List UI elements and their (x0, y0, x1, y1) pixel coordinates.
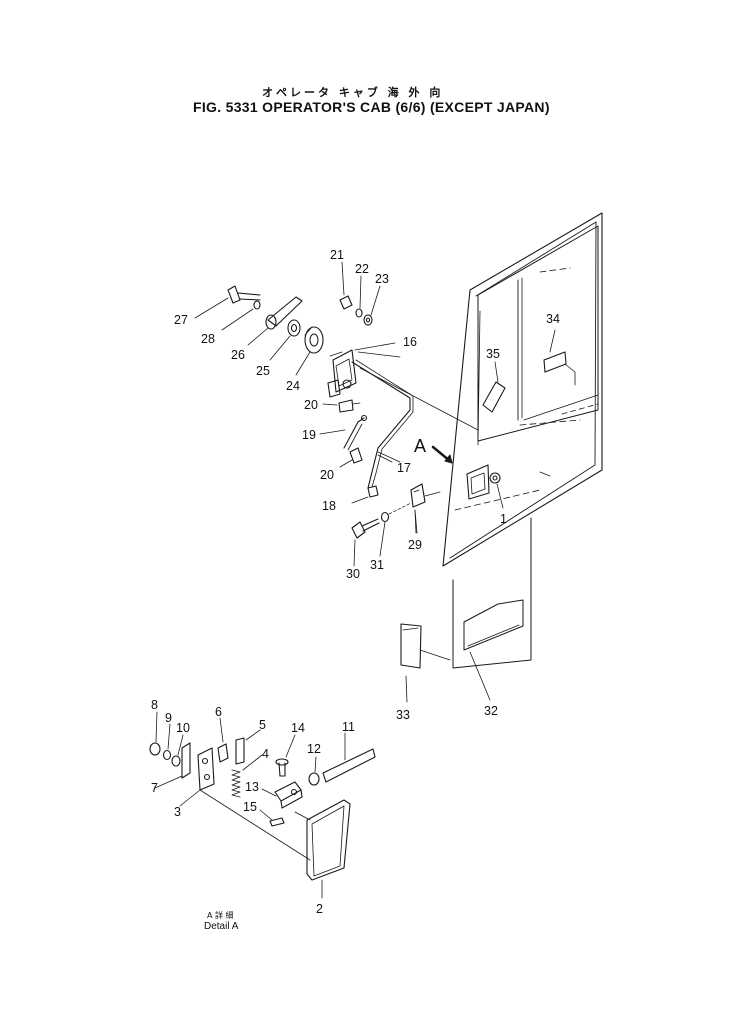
leader-35 (494, 361, 499, 383)
part-16-lock-assembly (327, 342, 479, 431)
part-1-door-latch (466, 464, 504, 509)
part-label-21: 21 (330, 248, 344, 262)
part-20-screw-lower (339, 447, 363, 468)
part-34-label (543, 351, 576, 386)
part-label-10: 10 (176, 721, 190, 735)
part-20-screw-upper (322, 399, 361, 413)
part-28-washer (221, 300, 261, 331)
part-26-handle (247, 296, 303, 346)
part-30-bolt (351, 518, 380, 567)
part-label-20-lower: 20 (320, 468, 334, 482)
part-label-31: 31 (370, 558, 384, 572)
part-13-block (261, 781, 303, 809)
leader-16 (357, 351, 401, 358)
part-label-34: 34 (546, 312, 560, 326)
part-label-15: 15 (243, 800, 257, 814)
part-label-14: 14 (291, 721, 305, 735)
part-label-23: 23 (375, 272, 389, 286)
part-27-pin (194, 285, 261, 319)
part-12-nut (308, 756, 320, 786)
detail-caption-japanese: A 詳 細 (207, 911, 234, 920)
part-label-18: 18 (322, 499, 336, 513)
part-11-rod (322, 732, 376, 783)
part-22-washer (355, 275, 363, 318)
part-19-link (319, 414, 368, 451)
part-8-nut (149, 711, 161, 756)
part-9-washer (162, 723, 172, 761)
detail-a-arrow (431, 445, 453, 464)
part-label-6: 6 (215, 705, 222, 719)
part-label-22: 22 (355, 262, 369, 276)
part-label-3: 3 (174, 805, 181, 819)
part-label-13: 13 (245, 780, 259, 794)
leader-33 (405, 675, 408, 703)
part-15-shim (259, 809, 285, 827)
door-lower-panel (452, 517, 532, 669)
part-35-label (482, 381, 506, 413)
part-label-28: 28 (201, 332, 215, 346)
part-label-2: 2 (316, 902, 323, 916)
part-label-25: 25 (256, 364, 270, 378)
part-label-5: 5 (259, 718, 266, 732)
part-6-block (217, 717, 229, 763)
part-label-7: 7 (151, 781, 158, 795)
part-label-11: 11 (342, 720, 355, 734)
figure-title-japanese: オペレータ キャブ 海 外 向 (262, 86, 444, 99)
part-24-knob (295, 326, 324, 376)
part-25-washer (269, 319, 301, 361)
part-label-8: 8 (151, 698, 158, 712)
part-10-nut (171, 734, 184, 767)
part-number-labels: 1 2 3 4 5 6 7 8 9 10 11 12 13 14 15 16 1… (151, 248, 560, 916)
detail-callout-letter: A (414, 436, 427, 456)
part-18-rod-clip (351, 485, 379, 504)
figure-title: FIG. 5331 OPERATOR'S CAB (6/6) (EXCEPT J… (193, 99, 550, 115)
part-label-20-upper: 20 (304, 398, 318, 412)
part-label-26: 26 (231, 348, 245, 362)
part-21-screw (339, 261, 353, 310)
detail-caption: Detail A (204, 921, 239, 932)
part-29-striker (410, 483, 441, 534)
part-14-pin (275, 734, 296, 777)
part-7-plate (154, 742, 191, 789)
part-label-30: 30 (346, 567, 360, 581)
part-5-pin (235, 729, 261, 765)
part-23-nut (363, 285, 381, 326)
part-31-washer (379, 502, 412, 557)
leader-17 (377, 451, 401, 463)
part-label-27: 27 (174, 313, 188, 327)
leader-29 (414, 509, 418, 534)
part-label-9: 9 (165, 711, 172, 725)
part-4-spring (231, 754, 263, 798)
cab-door-panel (442, 212, 603, 567)
part-label-12: 12 (307, 742, 321, 756)
part-label-35: 35 (486, 347, 500, 361)
part-2-cover (294, 799, 351, 899)
leader-32 (469, 651, 491, 701)
part-label-32: 32 (484, 704, 498, 718)
part-label-17: 17 (397, 461, 411, 475)
part-label-16: 16 (403, 335, 417, 349)
part-3-bracket (179, 747, 311, 861)
part-label-19: 19 (302, 428, 316, 442)
part-label-24: 24 (286, 379, 300, 393)
part-label-4: 4 (262, 747, 269, 761)
part-label-1: 1 (500, 512, 507, 526)
leader-34 (549, 329, 556, 353)
part-label-29: 29 (408, 538, 422, 552)
part-33-pad (400, 623, 451, 669)
part-label-33: 33 (396, 708, 410, 722)
part-17-rod (351, 359, 414, 489)
